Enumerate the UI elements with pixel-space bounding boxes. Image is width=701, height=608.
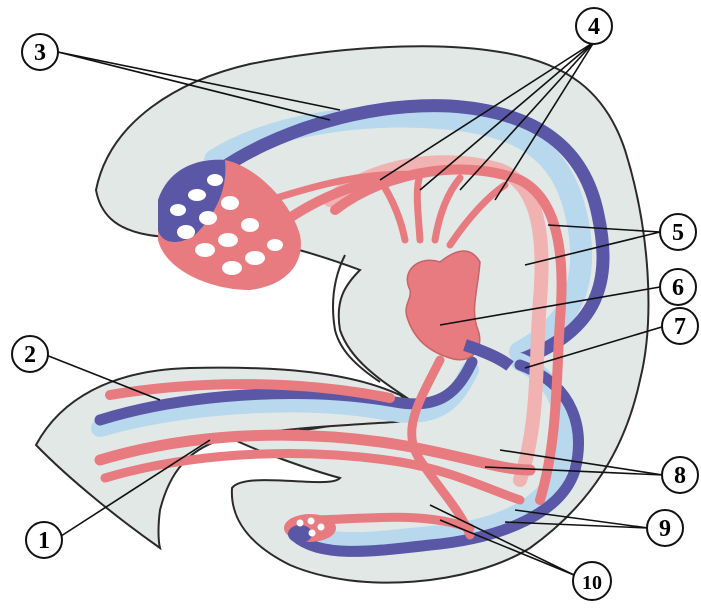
callout-8-label: 8	[674, 463, 686, 489]
callout-8: 8	[662, 457, 698, 493]
callout-6: 6	[660, 269, 696, 305]
callout-3: 3	[22, 34, 58, 70]
callout-9: 9	[647, 510, 683, 546]
callout-2-label: 2	[24, 342, 36, 368]
callout-7: 7	[662, 308, 698, 344]
callout-6-label: 6	[672, 275, 684, 301]
callout-5: 5	[660, 214, 696, 250]
callout-2: 2	[12, 336, 48, 372]
callout-4: 4	[576, 8, 612, 44]
callout-10-label: 10	[582, 572, 602, 594]
callout-5-label: 5	[672, 220, 684, 246]
callout-4-label: 4	[588, 14, 600, 40]
callout-1: 1	[26, 522, 62, 558]
callout-9-label: 9	[659, 516, 671, 542]
callout-3-label: 3	[34, 40, 46, 66]
arch-artery-2	[417, 175, 420, 240]
callout-7-label: 7	[674, 314, 686, 340]
callout-1-label: 1	[38, 528, 50, 554]
callout-10: 10	[573, 562, 611, 600]
